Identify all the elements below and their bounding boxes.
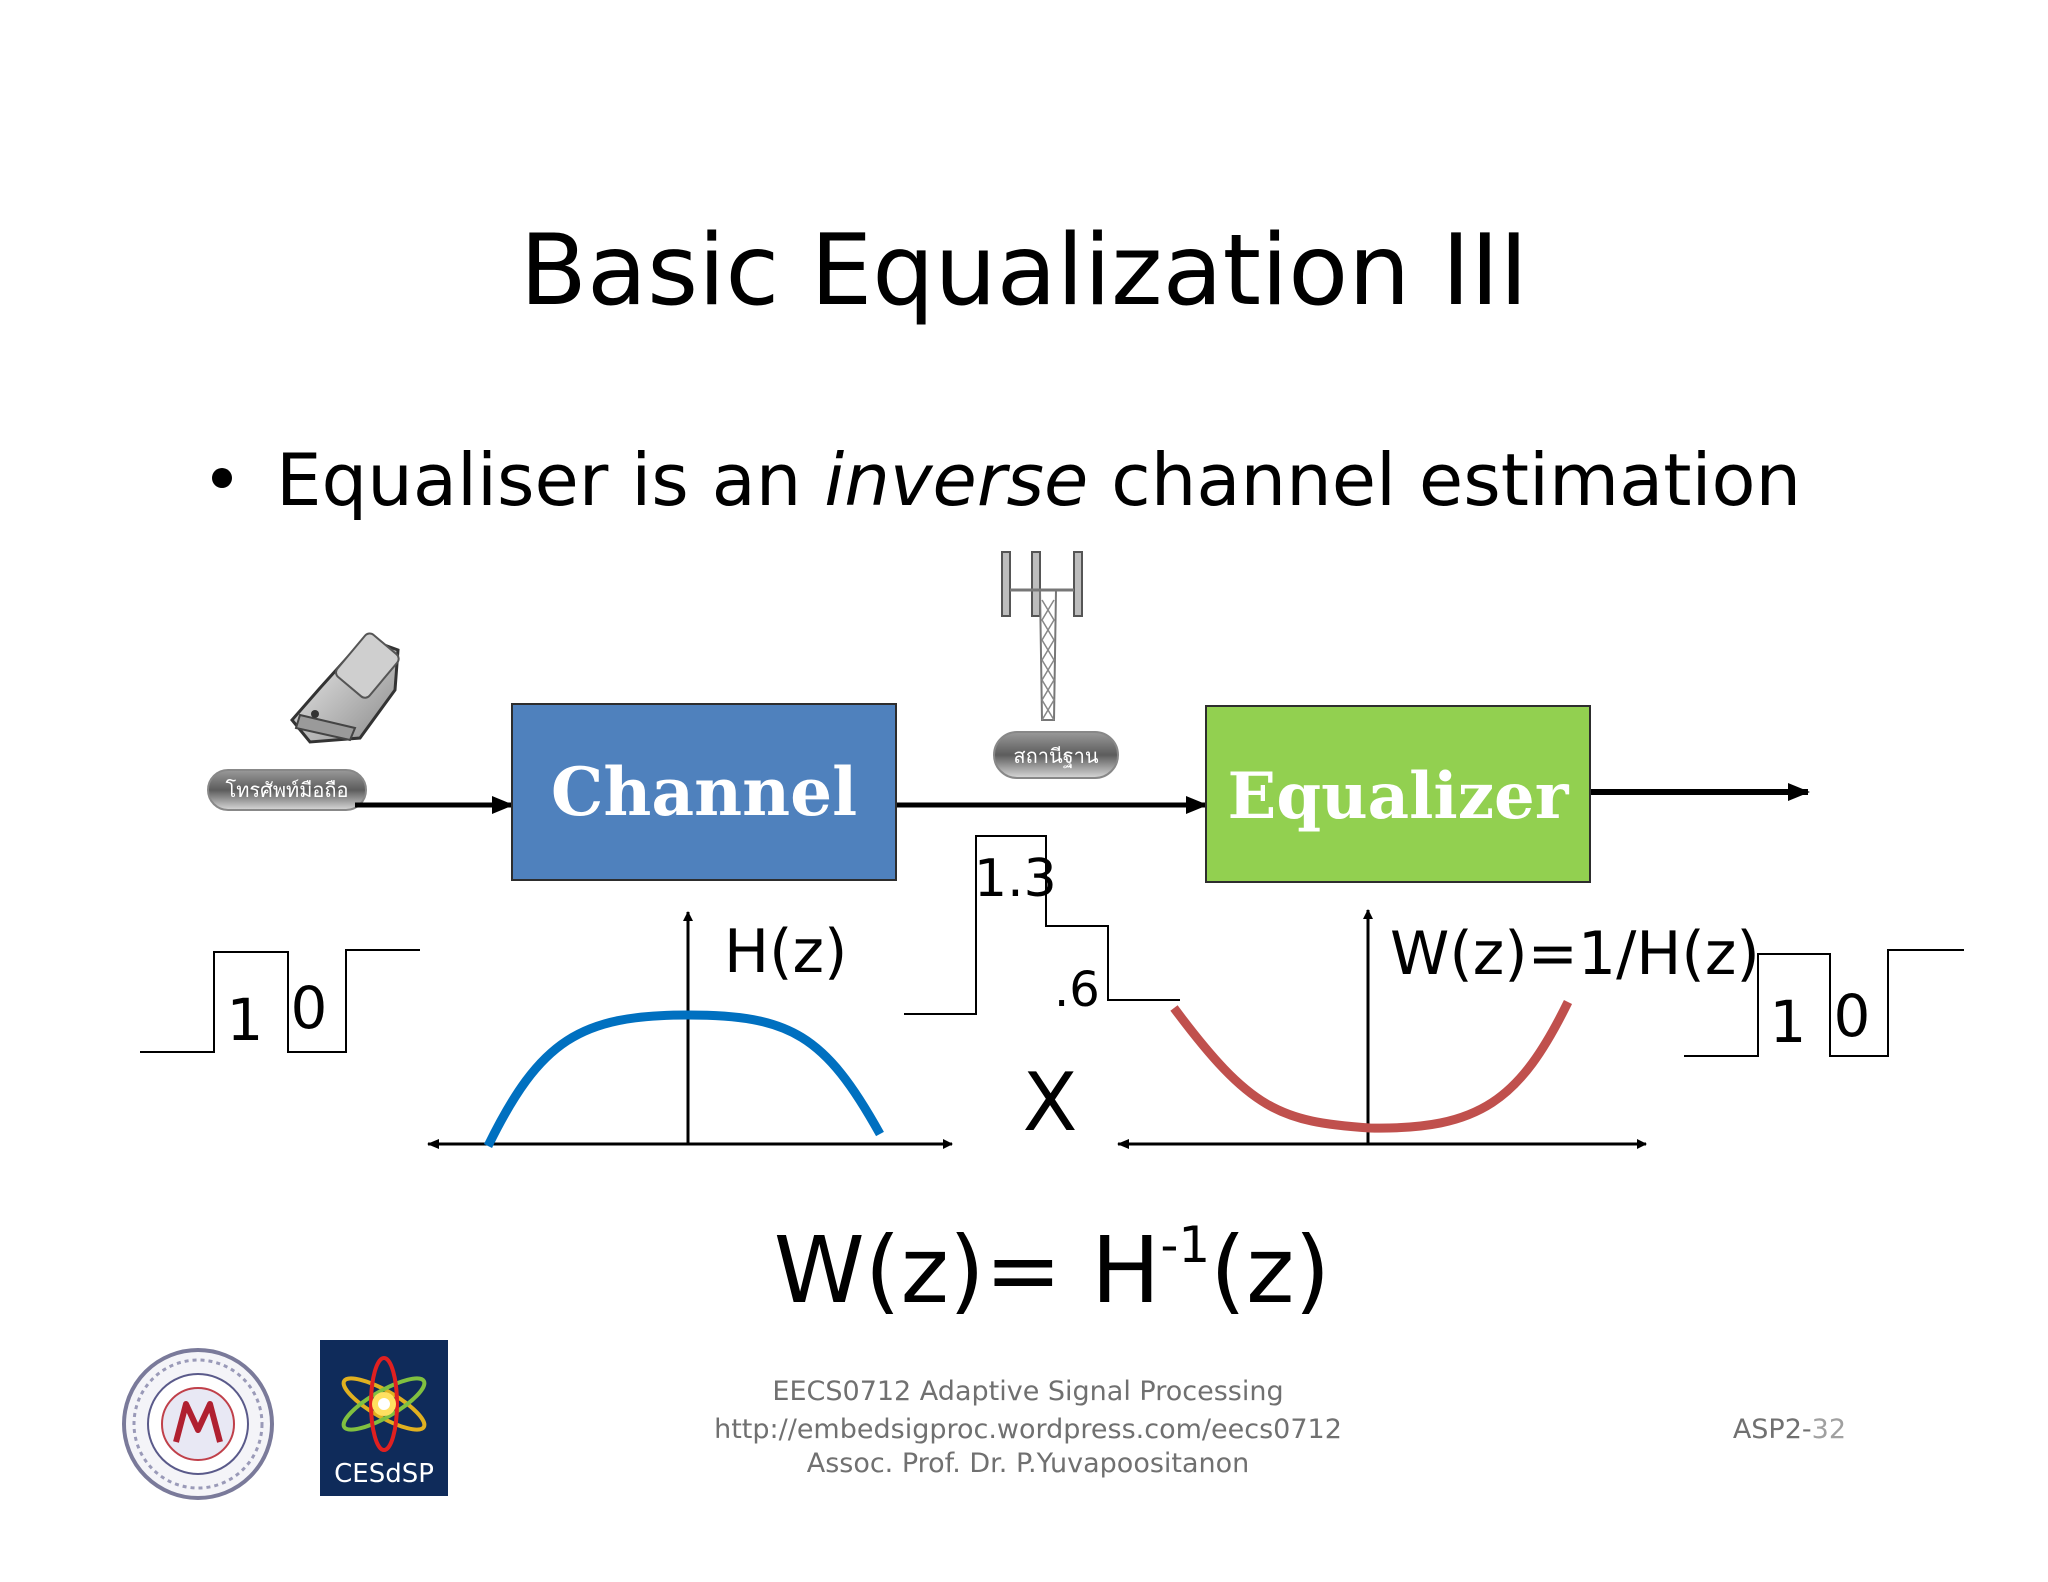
response-value-0-6: .6: [1054, 962, 1100, 1018]
input-bit-waveform: 1 0: [140, 949, 420, 1054]
page-prefix: ASP2-: [1733, 1414, 1812, 1445]
base-station-tower-icon: [1001, 551, 1083, 721]
equalizer-box: [1205, 705, 1591, 883]
h-plot-label: H(z): [724, 917, 847, 987]
input-bit-1: 1: [227, 986, 264, 1054]
mobile-phone-icon: [290, 632, 400, 744]
equalizer-label: Equalizer: [1228, 759, 1570, 834]
mobile-phone-label: โทรศัพท์มือถือ: [207, 769, 367, 811]
input-bit-0: 0: [291, 974, 328, 1042]
cesdsp-logo: CESdSP: [320, 1340, 448, 1496]
output-bit-1: 1: [1770, 988, 1807, 1056]
bullet-text-pre: Equaliser is an: [276, 438, 824, 522]
response-value-1-3: 1.3: [974, 849, 1057, 909]
main-equation: W(z)= H-1(z): [774, 1216, 1331, 1324]
bullet-text-post: channel estimation: [1088, 438, 1801, 522]
multiply-sign: X: [1023, 1056, 1078, 1149]
slide-title: Basic Equalization III: [520, 214, 1528, 328]
channel-label: Channel: [551, 753, 857, 831]
bullet-text-emph: inverse: [824, 438, 1088, 522]
h-response-plot: H(z): [427, 911, 953, 1149]
footer-course: EECS0712 Adaptive Signal Processing: [772, 1376, 1283, 1407]
footer: EECS0712 Adaptive Signal Processing http…: [714, 1376, 1846, 1479]
channel-block: Channel: [511, 703, 897, 881]
mobile-phone-label-text: โทรศัพท์มือถือ: [225, 778, 348, 802]
output-bit-0: 0: [1834, 982, 1871, 1050]
bullet-text: Equaliser is an inverse channel estimati…: [276, 438, 1801, 522]
base-station-label: สถานีฐาน: [993, 731, 1119, 779]
equation-tail: (z): [1210, 1217, 1330, 1324]
channel-impulse-response: 1.3 .6: [904, 835, 1180, 1018]
equation-base: W(z)= H: [774, 1217, 1161, 1324]
slide-page-number: ASP2-32: [1733, 1414, 1846, 1445]
bullet-dot: [212, 468, 232, 488]
footer-author: Assoc. Prof. Dr. P.Yuvapoositanon: [807, 1448, 1250, 1479]
equalizer-block: Equalizer: [1205, 705, 1591, 883]
equation-superscript: -1: [1160, 1216, 1210, 1274]
h-response-curve: [483, 1010, 884, 1148]
footer-url[interactable]: http://embedsigproc.wordpress.com/eecs07…: [714, 1414, 1342, 1445]
w-plot-label: W(z)=1/H(z): [1390, 919, 1760, 989]
w-response-curve: [1170, 1000, 1573, 1133]
channel-box: [511, 703, 897, 881]
cesdsp-logo-text: CESdSP: [334, 1459, 434, 1489]
base-station-label-text: สถานีฐาน: [1013, 744, 1098, 768]
page-number: 32: [1812, 1414, 1846, 1445]
output-bit-waveform: 1 0: [1684, 949, 1964, 1057]
university-seal-logo: [122, 1348, 274, 1500]
w-response-plot: W(z)=1/H(z): [1117, 909, 1760, 1149]
